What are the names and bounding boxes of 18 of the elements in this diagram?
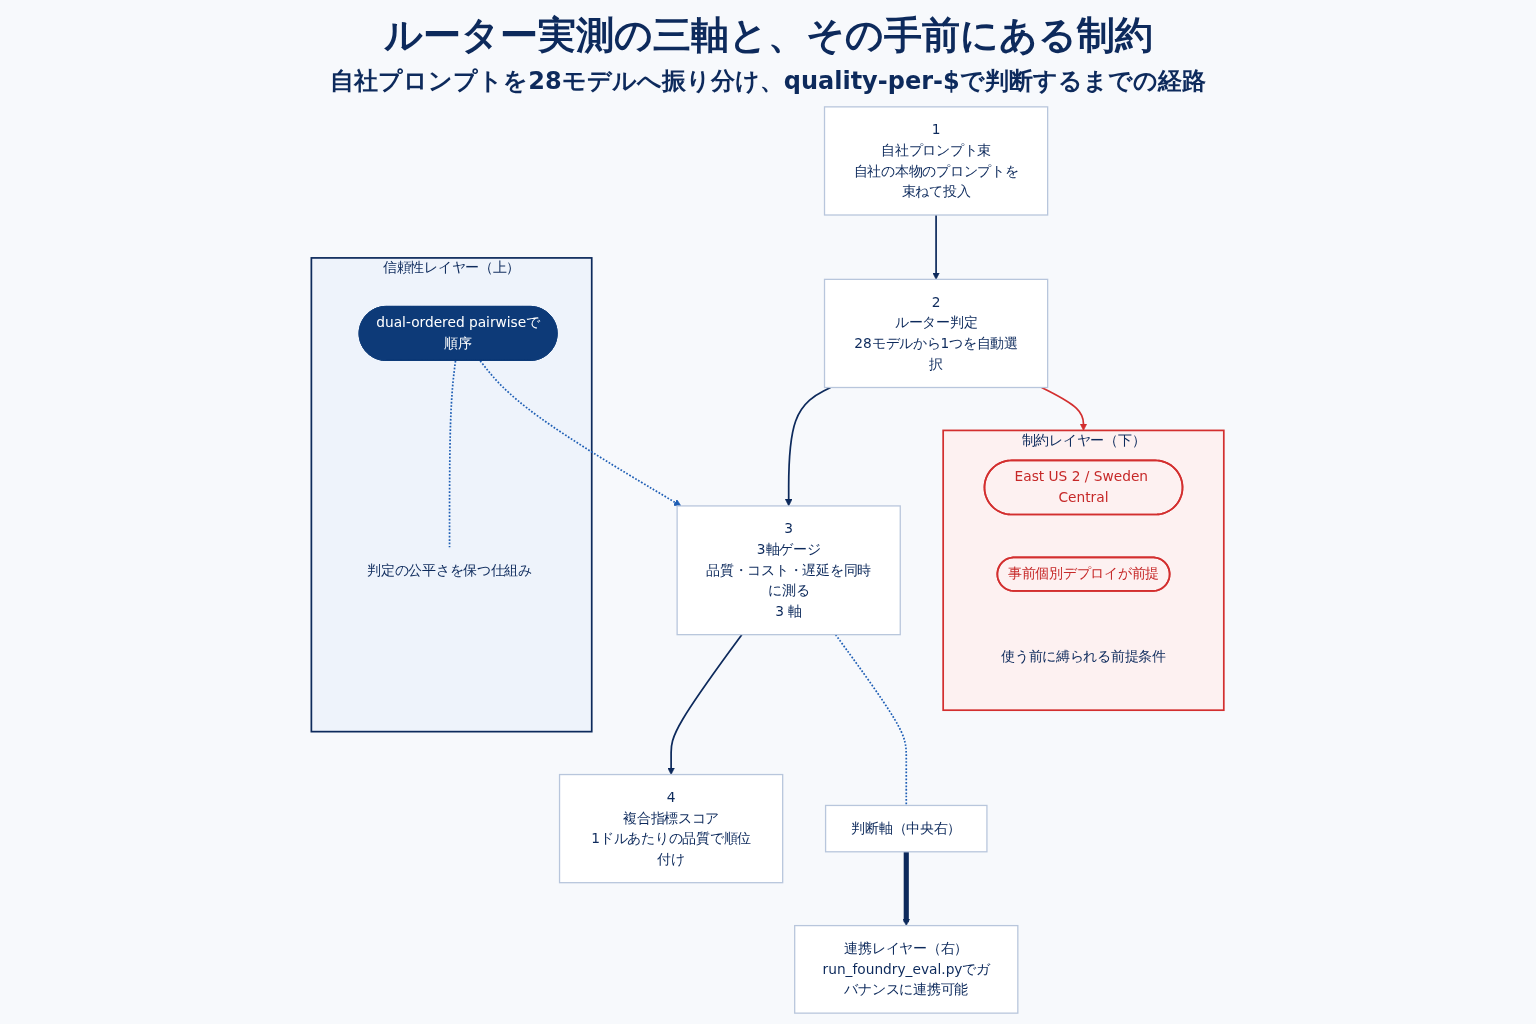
node-box: 3 3軸ゲージ 品質・コスト・遅延を同時に測る 3 軸 [676,505,902,636]
arrow [785,386,832,507]
diagram-title: ルーター実測の三軸と、その手前にある制約 [383,12,1153,59]
node-text: 使う前に縛られる前提条件 [1001,648,1167,665]
node-box: 判断軸（中央右） [825,804,988,853]
node-box: 4 複合指標スコア 1ドルあたりの品質で順位付け [559,773,784,884]
node-box: 連携レイヤー（右） run_foundry_eval.pyでガバナンスに連携可能 [794,924,1019,1014]
arrow [902,851,911,926]
arrow [932,214,941,280]
node-box: 2 ルーター判定 28モデルから1つを自動選択 [824,278,1049,389]
connector [449,360,457,548]
arrow [479,360,682,507]
node-box: 1 自社プロンプト束 自社の本物のプロンプトを束ねて投入 [824,106,1049,216]
arrow [1041,386,1088,431]
subtitle: 自社プロンプトを28モデルへ振り分け、quality-per-$で判断するまでの経路 [330,66,1206,97]
connector [835,633,908,807]
node-text: 判定の公平さを保つ仕組み [367,561,533,579]
arrow [667,633,744,775]
